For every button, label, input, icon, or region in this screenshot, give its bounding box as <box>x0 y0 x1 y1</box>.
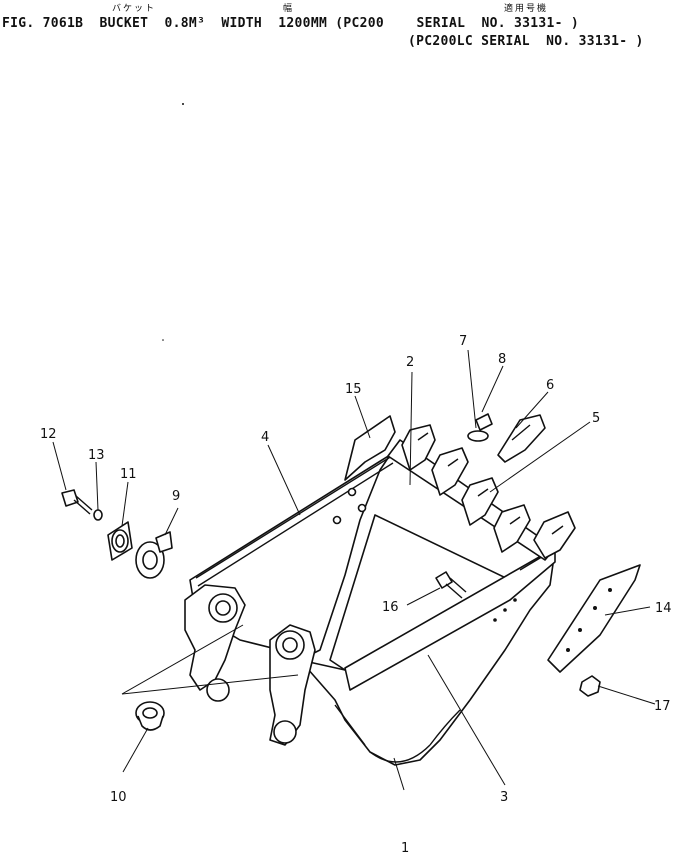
guide-line <box>121 674 299 695</box>
tooth-point <box>497 414 546 463</box>
tooth-4 <box>493 504 531 553</box>
side-hole-small <box>503 608 507 612</box>
side-hole <box>357 503 367 513</box>
tooth-lock <box>475 413 493 431</box>
bracket-lower-boss <box>206 678 230 702</box>
callout-7: 7 <box>459 334 467 349</box>
callout-11: 11 <box>120 467 137 482</box>
tooth-point-slot <box>511 424 531 441</box>
callout-4: 4 <box>261 430 269 445</box>
back-curve <box>369 744 431 763</box>
nut-17 <box>579 675 601 697</box>
bushing-10 <box>135 701 165 731</box>
callout-12: 12 <box>40 427 57 442</box>
left-rim-inner <box>197 462 394 587</box>
bracket-bore <box>215 600 231 616</box>
tooth-slot <box>551 525 564 535</box>
tooth-slot <box>417 432 429 441</box>
bolt-12 <box>61 489 93 515</box>
callout-8: 8 <box>498 352 506 367</box>
callout-3: 3 <box>500 790 508 805</box>
jp-label-bucket: バケット <box>112 4 157 14</box>
side-shroud <box>344 415 396 481</box>
callout-5: 5 <box>592 411 600 426</box>
side-hole <box>332 515 342 525</box>
side-hole-small <box>513 598 517 602</box>
speck <box>162 339 164 341</box>
callout-13: 13 <box>88 448 105 463</box>
tooth-slot <box>447 458 459 467</box>
guide-line <box>121 624 244 695</box>
figure-title-line1: FIG. 7061B BUCKET 0.8M³ WIDTH 1200MM (PC… <box>2 16 579 31</box>
tooth-5 <box>533 511 576 559</box>
tooth-slot <box>477 488 489 497</box>
callout-6: 6 <box>546 378 554 393</box>
bracket-right-lower-boss <box>273 720 297 744</box>
figure-title-line2: (PC200LC SERIAL NO. 33131- ) <box>408 34 644 49</box>
figure-header: バケット 幅 適用号機 FIG. 7061B BUCKET 0.8M³ WIDT… <box>0 0 683 60</box>
callout-17: 17 <box>654 699 671 714</box>
side-hole-small <box>493 618 497 622</box>
callout-14: 14 <box>655 601 672 616</box>
callout-1: 1 <box>401 841 409 852</box>
jp-label-serial: 適用号機 <box>504 4 549 14</box>
callout-10: 10 <box>110 790 127 805</box>
heel-edge <box>334 704 366 746</box>
washer-13 <box>93 509 103 521</box>
teeth-row <box>401 424 576 559</box>
callout-15: 15 <box>345 382 362 397</box>
tooth-slot <box>509 516 521 525</box>
tooth-2 <box>431 447 469 496</box>
bucket-shell <box>189 454 556 766</box>
shim-9 <box>135 531 173 579</box>
lock-ring <box>467 430 489 442</box>
callout-16: 16 <box>382 600 399 615</box>
callout-9: 9 <box>172 489 180 504</box>
collar-11 <box>107 521 133 561</box>
bolt-16 <box>435 571 467 599</box>
callout-labels: 1 2 3 4 5 6 7 8 9 10 11 12 13 14 15 16 1… <box>40 334 672 852</box>
right-side-plate <box>344 547 556 691</box>
callout-2: 2 <box>406 355 414 370</box>
leader-lines <box>52 349 656 791</box>
mounting-brackets <box>184 584 316 746</box>
left-rim <box>195 455 393 579</box>
side-cutter-14 <box>547 564 641 673</box>
tooth-3 <box>461 477 499 526</box>
bracket-right-bore <box>282 637 298 653</box>
jp-label-width: 幅 <box>283 4 295 14</box>
side-hole <box>347 487 357 497</box>
speck <box>182 103 184 105</box>
back-curve-2 <box>429 709 461 746</box>
